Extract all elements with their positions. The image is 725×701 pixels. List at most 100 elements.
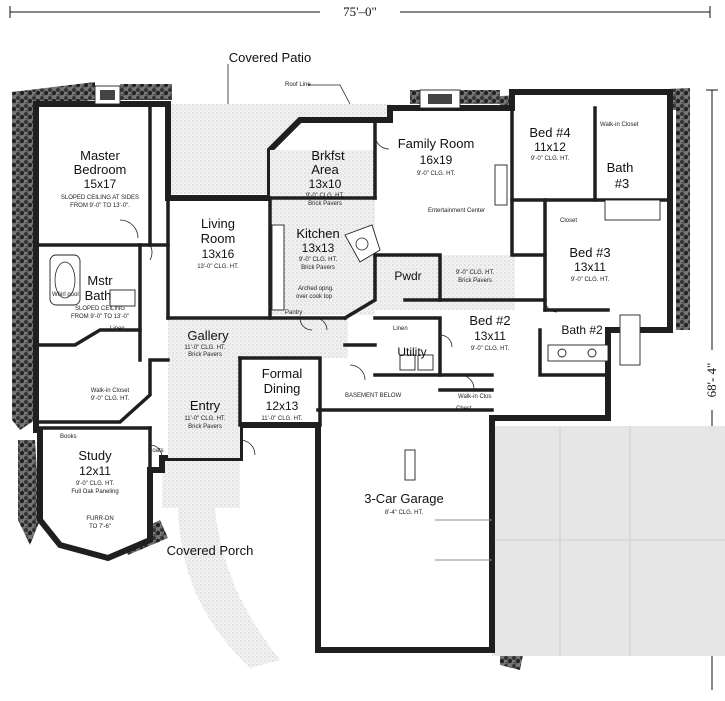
linen-label-1: Linen bbox=[110, 326, 125, 332]
svg-text:Bath: Bath bbox=[607, 160, 634, 175]
svg-text:Brkfst: Brkfst bbox=[311, 148, 345, 163]
gallery-name: Gallery bbox=[187, 328, 229, 343]
room-bath-3: Bath #3 bbox=[607, 160, 634, 191]
gallery-ceiling: 11'-0" CLG. HT. bbox=[184, 345, 226, 351]
basement-below-label: BASEMENT BELOW bbox=[345, 393, 402, 399]
room-living-room: Living Room 13x16 13'-0" CLG. HT. bbox=[197, 216, 239, 270]
bed3-size: 13x11 bbox=[574, 260, 606, 274]
formal-dining-name-1: Formal bbox=[262, 366, 303, 381]
svg-text:Area: Area bbox=[311, 162, 339, 177]
coats-label: Coats bbox=[148, 448, 164, 454]
books-label: Books bbox=[60, 434, 77, 440]
room-entry: Entry 11'-0" CLG. HT. Brick Pavers bbox=[184, 398, 226, 430]
entry-floor bbox=[168, 358, 240, 458]
bed4-size: 11x12 bbox=[534, 140, 566, 154]
walkin-closet-bed2-label: Walk-in Clos bbox=[458, 394, 491, 400]
svg-text:Dining: Dining bbox=[264, 381, 301, 396]
living-room-name-2: Room bbox=[201, 231, 236, 246]
room-family-room: Family Room 16x19 9'-0" CLG. HT. Enterta… bbox=[398, 136, 485, 214]
pwdr-floor: Brick Pavers bbox=[458, 278, 492, 284]
room-gallery: Gallery 11'-0" CLG. HT. Brick Pavers bbox=[184, 328, 229, 358]
room-utility: Linen Utility bbox=[393, 326, 427, 359]
room-walkin-closet: Walk-in Closet 9'-0" CLG. HT. bbox=[91, 388, 130, 402]
brkfst-ceiling: 9'-0" CLG. HT. bbox=[306, 193, 345, 199]
entry-floor: Brick Pavers bbox=[188, 424, 222, 430]
pantry-label: Pantry bbox=[285, 310, 302, 316]
walkin-closet-ceiling: 9'-0" CLG. HT. bbox=[91, 396, 130, 402]
svg-text:Formal: Formal bbox=[262, 366, 303, 381]
living-room-ceiling: 13'-0" CLG. HT. bbox=[197, 264, 239, 270]
mstr-bath-name-1: Mstr bbox=[87, 273, 113, 288]
study-note-2: TO 7'-6" bbox=[89, 524, 111, 530]
bath2-name: Bath #2 bbox=[561, 323, 603, 337]
covered-porch-label: Covered Porch bbox=[167, 543, 254, 558]
brkfst-name-2: Area bbox=[311, 162, 339, 177]
study-finish: Full Oak Paneling bbox=[71, 489, 118, 495]
room-formal-dining: Formal Dining 12x13 11'-0" CLG. HT. bbox=[261, 366, 303, 422]
master-bedroom-size: 15x17 bbox=[84, 177, 117, 191]
room-master-bedroom: Master Bedroom 15x17 SLOPED CEILING AT S… bbox=[61, 148, 139, 209]
formal-dining-ceiling: 11'-0" CLG. HT. bbox=[261, 416, 303, 422]
brkfst-name-1: Brkfst bbox=[311, 148, 345, 163]
kitchen-name: Kitchen bbox=[296, 226, 339, 241]
bed4-name: Bed #4 bbox=[529, 125, 570, 140]
room-garage: 3-Car Garage 8'-4" CLG. HT. bbox=[364, 491, 443, 516]
room-brkfst-area: Brkfst Area 13x10 9'-0" CLG. HT. Brick P… bbox=[306, 148, 345, 207]
room-bed-2: Bed #2 13x11 9'-0" CLG. HT. Walk-in Clos… bbox=[456, 313, 511, 412]
master-bedroom-note-1: SLOPED CEILING AT SIDES bbox=[61, 195, 139, 201]
walkin-closet-name: Walk-in Closet bbox=[91, 388, 130, 394]
linen-label-2: Linen bbox=[393, 326, 408, 332]
kitchen-floor: Brick Pavers bbox=[301, 265, 335, 271]
svg-text:Mstr: Mstr bbox=[87, 273, 113, 288]
bed2-ceiling: 9'-0" CLG. HT. bbox=[471, 346, 510, 352]
over-cooktop-label: over cook top bbox=[296, 294, 333, 300]
walkin-closet-bed4-label: Walk-in Closet bbox=[600, 122, 639, 128]
bed3-name: Bed #3 bbox=[569, 245, 610, 260]
master-bedroom-name-1: Master bbox=[80, 148, 120, 163]
width-dimension: 75'–0" bbox=[9, 3, 711, 19]
svg-text:Living: Living bbox=[201, 216, 235, 231]
brkfst-floor: Brick Pavers bbox=[308, 201, 342, 207]
bath3-name-2: #3 bbox=[615, 176, 629, 191]
driveway-joints bbox=[492, 426, 725, 656]
door-swings bbox=[119, 134, 558, 458]
kitchen-size: 13x13 bbox=[302, 241, 335, 255]
pwdr-name: Pwdr bbox=[394, 269, 421, 283]
fixtures bbox=[49, 85, 661, 561]
entry-ceiling: 11'-0" CLG. HT. bbox=[184, 416, 226, 422]
study-size: 12x11 bbox=[79, 464, 111, 478]
closet-label: Closet bbox=[560, 218, 577, 224]
kitchen-ceiling: 9'-0" CLG. HT. bbox=[299, 257, 338, 263]
room-pwdr: Pwdr 9'-0" CLG. HT. Brick Pavers bbox=[394, 269, 494, 284]
pwdr-ceiling: 9'-0" CLG. HT. bbox=[456, 270, 495, 276]
chest-label: Chest bbox=[456, 406, 472, 412]
interior-walls bbox=[38, 102, 672, 472]
porch-walkway bbox=[162, 458, 280, 668]
width-label: 75'–0" bbox=[343, 4, 377, 19]
utility-name: Utility bbox=[397, 345, 426, 359]
covered-patio-label: Covered Patio bbox=[229, 50, 311, 65]
mstr-bath-name-2: Bath bbox=[85, 288, 112, 303]
roof-line-label: Roof Line bbox=[285, 82, 311, 88]
formal-dining-name-2: Dining bbox=[264, 381, 301, 396]
bed4-ceiling: 9'-0" CLG. HT. bbox=[531, 156, 570, 162]
family-room-size: 16x19 bbox=[420, 153, 453, 167]
living-room-size: 13x16 bbox=[202, 247, 235, 261]
room-kitchen: Kitchen 13x13 9'-0" CLG. HT. Brick Paver… bbox=[285, 226, 340, 316]
living-room-name-1: Living bbox=[201, 216, 235, 231]
bed2-size: 13x11 bbox=[474, 329, 506, 343]
svg-text:Room: Room bbox=[201, 231, 236, 246]
svg-text:Bedroom: Bedroom bbox=[74, 162, 127, 177]
svg-text:#3: #3 bbox=[615, 176, 629, 191]
brkfst-size: 13x10 bbox=[309, 177, 342, 191]
room-bed-3: Bed #3 13x11 9'-0" CLG. HT. bbox=[569, 245, 610, 283]
room-mstr-bath: Mstr Bath SLOPED CEILING FROM 9'-0" TO 1… bbox=[52, 273, 129, 320]
study-note-1: FURR-DN bbox=[86, 516, 113, 522]
entertainment-center-label: Entertainment Center bbox=[428, 208, 485, 214]
mstr-bath-note-2: FROM 9'-0" TO 13'-0" bbox=[71, 314, 129, 320]
whirlpool-label: Whirl pool bbox=[52, 292, 79, 298]
bed2-name: Bed #2 bbox=[469, 313, 510, 328]
garage-name: 3-Car Garage bbox=[364, 491, 443, 506]
room-study: Books Coats Study 12x11 9'-0" CLG. HT. F… bbox=[60, 434, 164, 530]
